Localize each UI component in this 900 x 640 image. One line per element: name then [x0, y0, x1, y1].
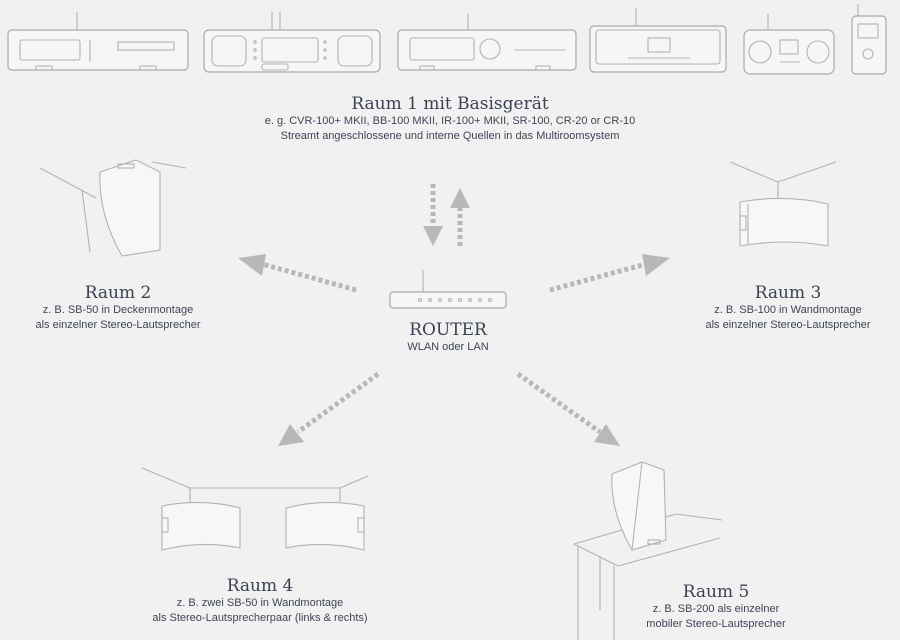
- room5-label: Raum 5 z. B. SB-200 als einzelner mobile…: [606, 582, 826, 632]
- arrow-router-to-room3: [549, 254, 670, 293]
- room3-description: als einzelner Stereo-Lautsprecher: [705, 319, 871, 331]
- room4-example: z. B. zwei SB-50 in Wandmontage: [176, 597, 344, 609]
- ir-receiver-icon: [397, 14, 577, 71]
- router-subtitle: WLAN oder LAN: [407, 341, 489, 353]
- room4-label: Raum 4 z. B. zwei SB-50 in Wandmontage a…: [120, 576, 400, 626]
- room2-label: Raum 2 z. B. SB-50 in Deckenmontage als …: [8, 283, 228, 333]
- cr20-radio-icon: [743, 14, 835, 75]
- arrow-router-to-room2: [238, 254, 357, 293]
- room2-title: Raum 2: [84, 283, 152, 303]
- room1-title: Raum 1 mit Basisgerät: [351, 94, 549, 114]
- room2-description: als einzelner Stereo-Lautsprecher: [35, 319, 201, 331]
- room1-description: Streamt angeschlossene und interne Quell…: [280, 130, 620, 142]
- cr10-radio-icon: [851, 4, 887, 75]
- room2-example: z. B. SB-50 in Deckenmontage: [42, 304, 194, 316]
- room1-devices: e. g. CVR-100+ MKII, BB-100 MKII, IR-100…: [264, 115, 636, 127]
- arrow-router-to-room1-up: [450, 188, 470, 246]
- bb-receiver-icon: [203, 12, 381, 73]
- sr-radio-icon: [589, 8, 727, 73]
- room3-speaker-icon: [729, 161, 837, 247]
- room3-label: Raum 3 z. B. SB-100 in Wandmontage als e…: [678, 283, 898, 333]
- room4-description: als Stereo-Lautsprecherpaar (links & rec…: [152, 612, 368, 624]
- room5-title: Raum 5: [682, 582, 750, 602]
- arrow-router-to-room5: [516, 371, 620, 446]
- room1-label: Raum 1 mit Basisgerät e. g. CVR-100+ MKI…: [200, 94, 700, 144]
- arrow-room1-to-router-down: [423, 184, 443, 246]
- room3-title: Raum 3: [754, 283, 822, 303]
- router-icon: [389, 270, 507, 309]
- room2-speaker-icon: [39, 159, 187, 257]
- room5-speaker-icon: [573, 461, 723, 640]
- router-title: ROUTER: [409, 320, 487, 340]
- room5-example: z. B. SB-200 als einzelner: [652, 603, 780, 615]
- cvr-receiver-icon: [7, 12, 189, 71]
- router-label: ROUTER WLAN oder LAN: [348, 320, 548, 355]
- arrow-router-to-room4: [278, 371, 380, 446]
- room5-description: mobiler Stereo-Lautsprecher: [646, 618, 786, 630]
- room4-speakers-icon: [141, 467, 369, 551]
- room4-title: Raum 4: [226, 576, 294, 596]
- room3-example: z. B. SB-100 in Wandmontage: [714, 304, 862, 316]
